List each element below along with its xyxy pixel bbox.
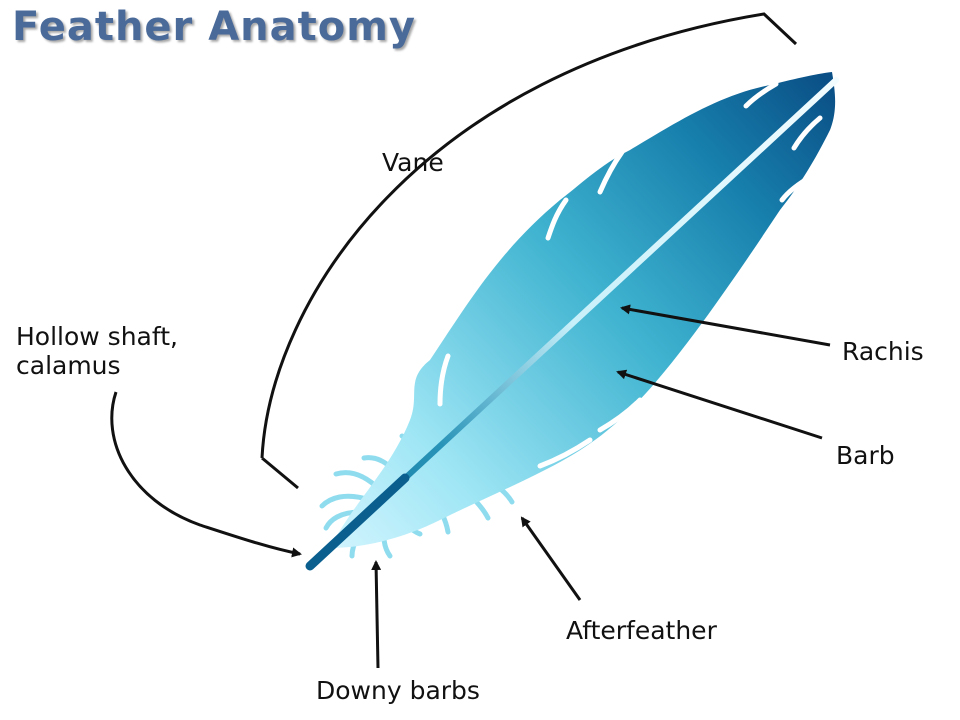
rachis-arrow [620, 304, 831, 347]
calamus-label-line1: Hollow shaft, [16, 322, 178, 351]
downy-barbs-arrow [371, 560, 382, 669]
calamus-arrow [110, 391, 302, 558]
downy-barbs-label: Downy barbs [316, 676, 480, 705]
rachis-label: Rachis [842, 337, 924, 366]
vane-bracket [260, 12, 798, 490]
barb-arrow [616, 369, 823, 440]
calamus-label: Hollow shaft, calamus [16, 322, 178, 380]
afterfeather-arrow [520, 516, 582, 601]
calamus-shaft [305, 473, 410, 571]
barb-label: Barb [836, 441, 895, 470]
afterfeather-label: Afterfeather [566, 616, 717, 645]
page-title: Feather Anatomy [12, 4, 416, 50]
calamus-label-line2: calamus [16, 351, 121, 380]
vane-label: Vane [382, 148, 444, 177]
vane-notches [437, 81, 823, 469]
